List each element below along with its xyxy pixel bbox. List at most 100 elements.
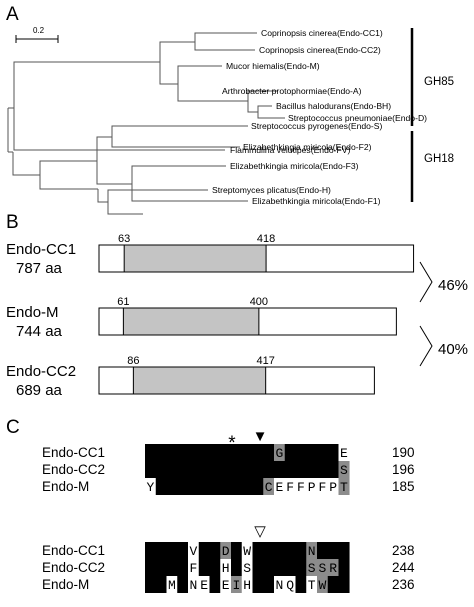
residue-shade bbox=[306, 444, 318, 461]
residue: Q bbox=[297, 446, 305, 461]
domain-end-label: 418 bbox=[257, 233, 275, 245]
residue-shade bbox=[306, 576, 318, 593]
sequence-name: Endo-M bbox=[42, 479, 89, 494]
residue: G bbox=[157, 446, 165, 461]
residue: E bbox=[275, 480, 283, 495]
residue: S bbox=[243, 561, 251, 576]
residue-shade bbox=[209, 478, 221, 495]
sequence-name: Endo-CC1 bbox=[42, 445, 105, 460]
panel-label-b: B bbox=[6, 212, 19, 233]
residue: I bbox=[265, 446, 273, 461]
residue-shade bbox=[188, 478, 200, 495]
residue-shade bbox=[231, 542, 243, 559]
residue-shade bbox=[166, 559, 178, 576]
residue-shade bbox=[241, 461, 253, 478]
residue-shade bbox=[198, 576, 210, 593]
leaf-label: Flammulina velutipes(Endo-FV) bbox=[230, 145, 350, 155]
residue-shade bbox=[155, 576, 167, 593]
residue-shade bbox=[155, 478, 167, 495]
residue-shade bbox=[209, 444, 221, 461]
residue: N bbox=[275, 578, 283, 593]
residue: N bbox=[232, 446, 240, 461]
residue: I bbox=[286, 463, 294, 478]
residue: V bbox=[189, 544, 197, 559]
residue-shade bbox=[295, 542, 307, 559]
residue: W bbox=[200, 463, 208, 478]
residue: G bbox=[275, 446, 283, 461]
residue-shade bbox=[231, 461, 243, 478]
residue-shade bbox=[198, 461, 210, 478]
residue: W bbox=[318, 578, 326, 593]
residue-shade bbox=[145, 461, 157, 478]
residue-shade bbox=[263, 576, 275, 593]
residue-shade bbox=[274, 559, 286, 576]
residue-shade bbox=[241, 576, 253, 593]
residue-shade bbox=[284, 559, 296, 576]
residue-shade bbox=[209, 461, 221, 478]
gh85-domain bbox=[122, 307, 260, 336]
group-label-gh18: GH18 bbox=[424, 153, 454, 165]
residue: R bbox=[200, 544, 208, 559]
residue: V bbox=[168, 544, 176, 559]
residue: G bbox=[189, 480, 197, 495]
residue-shade bbox=[220, 444, 232, 461]
residue: T bbox=[340, 480, 348, 495]
residue: G bbox=[211, 578, 219, 593]
residue: G bbox=[211, 561, 219, 576]
residue-shade bbox=[327, 478, 339, 495]
residue-shade bbox=[177, 444, 189, 461]
residue-shade bbox=[306, 461, 318, 478]
residue-shade bbox=[284, 461, 296, 478]
residue: S bbox=[157, 561, 165, 576]
residue-shade bbox=[145, 559, 157, 576]
residue-shade bbox=[284, 478, 296, 495]
residue: F bbox=[222, 480, 230, 495]
residue-shade bbox=[274, 542, 286, 559]
residue: F bbox=[168, 480, 176, 495]
leaf-label: Coprinopsis cinerea(Endo-CC1) bbox=[261, 28, 383, 38]
residue-shade bbox=[263, 478, 275, 495]
residue: I bbox=[243, 463, 251, 478]
residue: S bbox=[340, 463, 348, 478]
residue-shade bbox=[231, 559, 243, 576]
residue: D bbox=[222, 544, 230, 559]
residue-shade bbox=[220, 542, 232, 559]
residue-shade bbox=[317, 461, 329, 478]
residue-shade bbox=[252, 559, 264, 576]
residue: Q bbox=[265, 578, 273, 593]
residue-shade bbox=[295, 559, 307, 576]
tree-leaf-labels: Coprinopsis cinerea(Endo-CC1) Coprinopsi… bbox=[212, 28, 427, 206]
residue-shade bbox=[155, 559, 167, 576]
residue: T bbox=[179, 544, 187, 559]
residue-end-number: 196 bbox=[392, 462, 415, 477]
residue: G bbox=[318, 446, 326, 461]
residue: F bbox=[168, 463, 176, 478]
residue-shade bbox=[327, 576, 339, 593]
residue-shade bbox=[198, 478, 210, 495]
residue-shade bbox=[306, 559, 318, 576]
residue-shade bbox=[209, 542, 221, 559]
gh85-domain bbox=[123, 244, 267, 273]
leaf-label: Elizabethkingia miricola(Endo-F3) bbox=[230, 161, 359, 171]
residue-shade bbox=[306, 542, 318, 559]
residue: M bbox=[265, 463, 273, 478]
protein-length: 689 aa bbox=[16, 382, 63, 399]
residue-shade bbox=[177, 542, 189, 559]
leaf-label: Bacillus halodurans(Endo-BH) bbox=[276, 101, 391, 111]
residue-end-number: 236 bbox=[392, 577, 415, 592]
residue: D bbox=[179, 463, 187, 478]
residue-shade bbox=[317, 444, 329, 461]
residue: G bbox=[308, 446, 316, 461]
residue: N bbox=[340, 578, 348, 593]
residue-shade bbox=[241, 478, 253, 495]
identity-brackets bbox=[419, 261, 433, 367]
residue-shade bbox=[252, 444, 264, 461]
residue: T bbox=[308, 578, 316, 593]
residue: W bbox=[200, 480, 208, 495]
residue-shade bbox=[155, 542, 167, 559]
residue: G bbox=[308, 463, 316, 478]
residue: C bbox=[265, 480, 273, 495]
residue: L bbox=[286, 446, 294, 461]
residue-shade bbox=[220, 461, 232, 478]
residue-shade bbox=[338, 559, 350, 576]
